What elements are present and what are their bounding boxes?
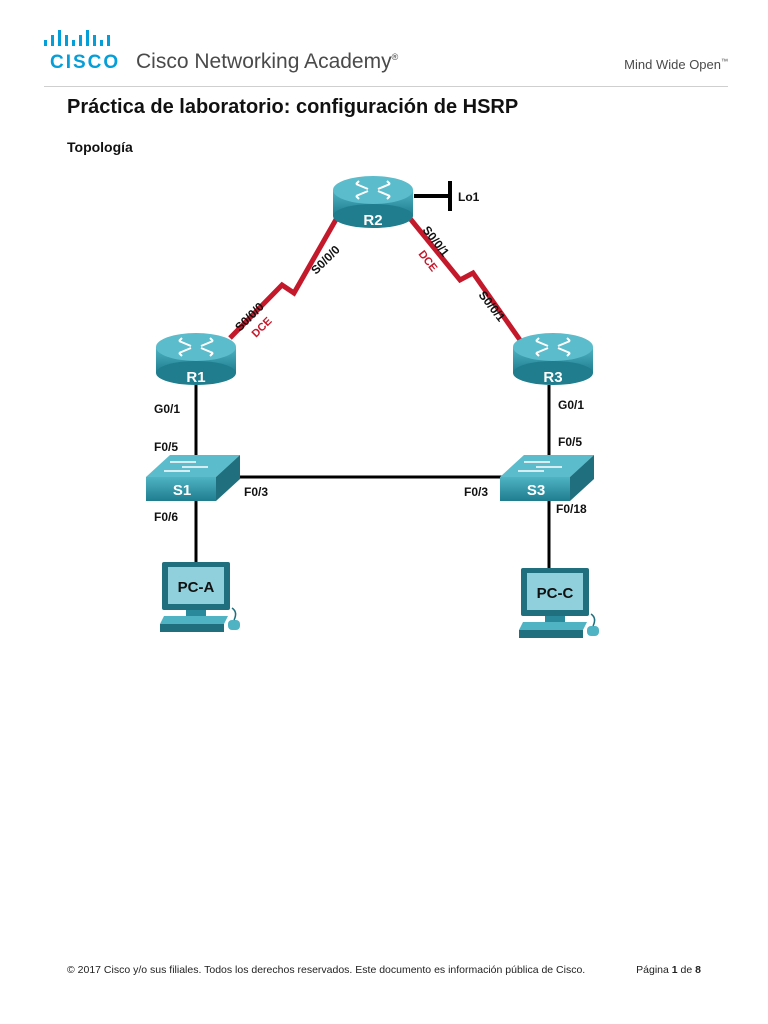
switch-arrows-icon bbox=[164, 461, 208, 472]
cisco-logo-icon bbox=[44, 30, 110, 46]
academy-name: Cisco Networking Academy® bbox=[136, 50, 399, 73]
switch-arrows-icon bbox=[518, 461, 562, 472]
r1-label: R1 bbox=[186, 369, 205, 386]
router-r1[interactable]: R1 bbox=[156, 333, 236, 386]
serial-link-r2-r3 bbox=[406, 214, 523, 342]
s1-label: S1 bbox=[173, 482, 191, 499]
if-s3-f018: F0/18 bbox=[556, 502, 587, 516]
loopback-label: Lo1 bbox=[458, 190, 480, 204]
if-s1-f06: F0/6 bbox=[154, 510, 178, 524]
pcc-label: PC-C bbox=[537, 585, 574, 602]
topology-diagram: R2 R1 R3 bbox=[146, 176, 599, 638]
cisco-brand: CISCO bbox=[50, 52, 121, 73]
tagline: Mind Wide Open™ bbox=[624, 57, 728, 72]
switch-s3[interactable]: S3 bbox=[500, 455, 594, 501]
router-arrows-icon bbox=[535, 337, 571, 357]
if-r3-s001: S0/0/1 bbox=[476, 288, 509, 324]
serial-link-r1-r2 bbox=[228, 214, 341, 340]
r2-label: R2 bbox=[363, 212, 382, 229]
page-header: CISCO Cisco Networking Academy® Mind Wid… bbox=[0, 0, 768, 90]
if-s1-f05: F0/5 bbox=[154, 440, 178, 454]
if-s3-f05: F0/5 bbox=[558, 435, 582, 449]
s3-label: S3 bbox=[527, 482, 545, 499]
router-r2[interactable]: R2 bbox=[333, 176, 413, 229]
r3-label: R3 bbox=[543, 369, 562, 386]
if-s3-f03: F0/3 bbox=[464, 485, 488, 499]
router-r3[interactable]: R3 bbox=[513, 333, 593, 386]
router-arrows-icon bbox=[178, 337, 214, 357]
if-r3-g01: G0/1 bbox=[558, 398, 584, 412]
header-divider bbox=[44, 86, 728, 87]
copyright-text: © 2017 Cisco y/o sus filiales. Todos los… bbox=[67, 964, 586, 976]
if-r1-g01: G0/1 bbox=[154, 402, 180, 416]
page-footer: © 2017 Cisco y/o sus filiales. Todos los… bbox=[67, 964, 701, 976]
router-arrows-icon bbox=[355, 180, 391, 200]
page-number: Página 1 de 8 bbox=[636, 964, 701, 976]
pca-label: PC-A bbox=[178, 579, 215, 596]
pc-c[interactable]: PC-C bbox=[519, 568, 599, 638]
pc-a[interactable]: PC-A bbox=[160, 562, 240, 632]
switch-s1[interactable]: S1 bbox=[146, 455, 240, 501]
if-s1-f03: F0/3 bbox=[244, 485, 268, 499]
document-title: Práctica de laboratorio: configuración d… bbox=[67, 96, 519, 118]
section-title: Topología bbox=[67, 139, 133, 155]
